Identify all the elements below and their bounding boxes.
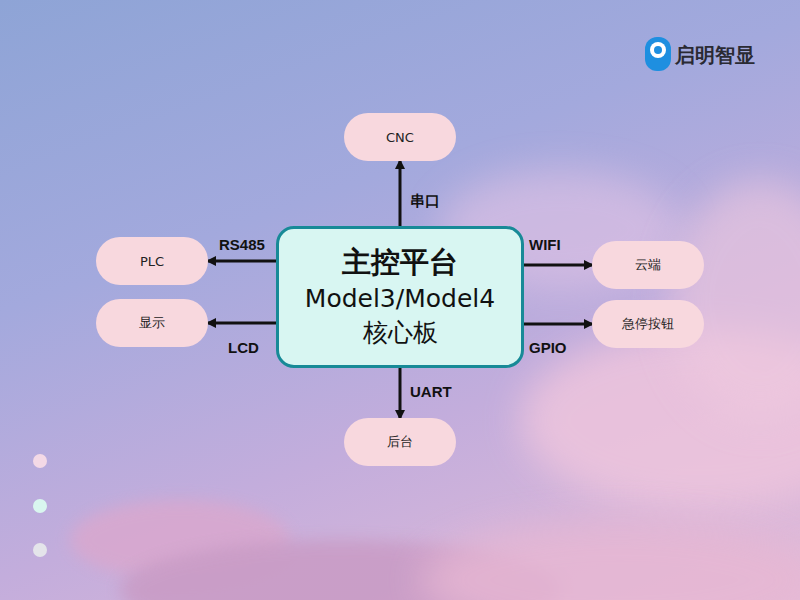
device-box: PLC (96, 237, 208, 285)
connector-arrow (208, 260, 276, 263)
connector-arrow (399, 161, 402, 226)
device-box: 云端 (592, 241, 704, 289)
signal-label: LCD (228, 339, 259, 356)
signal-label: 串口 (410, 192, 440, 211)
box-label: CNC (386, 130, 414, 145)
logo-icon (645, 37, 671, 71)
signal-label: GPIO (529, 339, 567, 356)
box-label: 云端 (635, 256, 661, 274)
box-label: 急停按钮 (622, 315, 674, 333)
connector-arrow (524, 323, 592, 326)
connector-arrow (399, 368, 402, 418)
signal-label: UART (410, 383, 452, 400)
box-label: 后台 (387, 433, 413, 451)
device-box: CNC (344, 113, 456, 161)
box-heading: 主控平台 (342, 244, 458, 282)
box-label: 显示 (139, 314, 165, 332)
brand-logo-text: 启明智显 (675, 42, 755, 69)
connector-arrow (208, 322, 276, 325)
box-label: PLC (140, 254, 164, 269)
device-box: 后台 (344, 418, 456, 466)
connector-arrow (524, 264, 592, 267)
clouds (70, 170, 800, 600)
device-box: 显示 (96, 299, 208, 347)
decor-dots (33, 454, 47, 557)
core-board-box: 主控平台Model3/Model4 核心板 (276, 226, 524, 368)
signal-label: RS485 (219, 236, 265, 253)
signal-label: WIFI (529, 236, 561, 253)
device-box: 急停按钮 (592, 300, 704, 348)
box-body: Model3/Model4 核心板 (289, 282, 511, 350)
